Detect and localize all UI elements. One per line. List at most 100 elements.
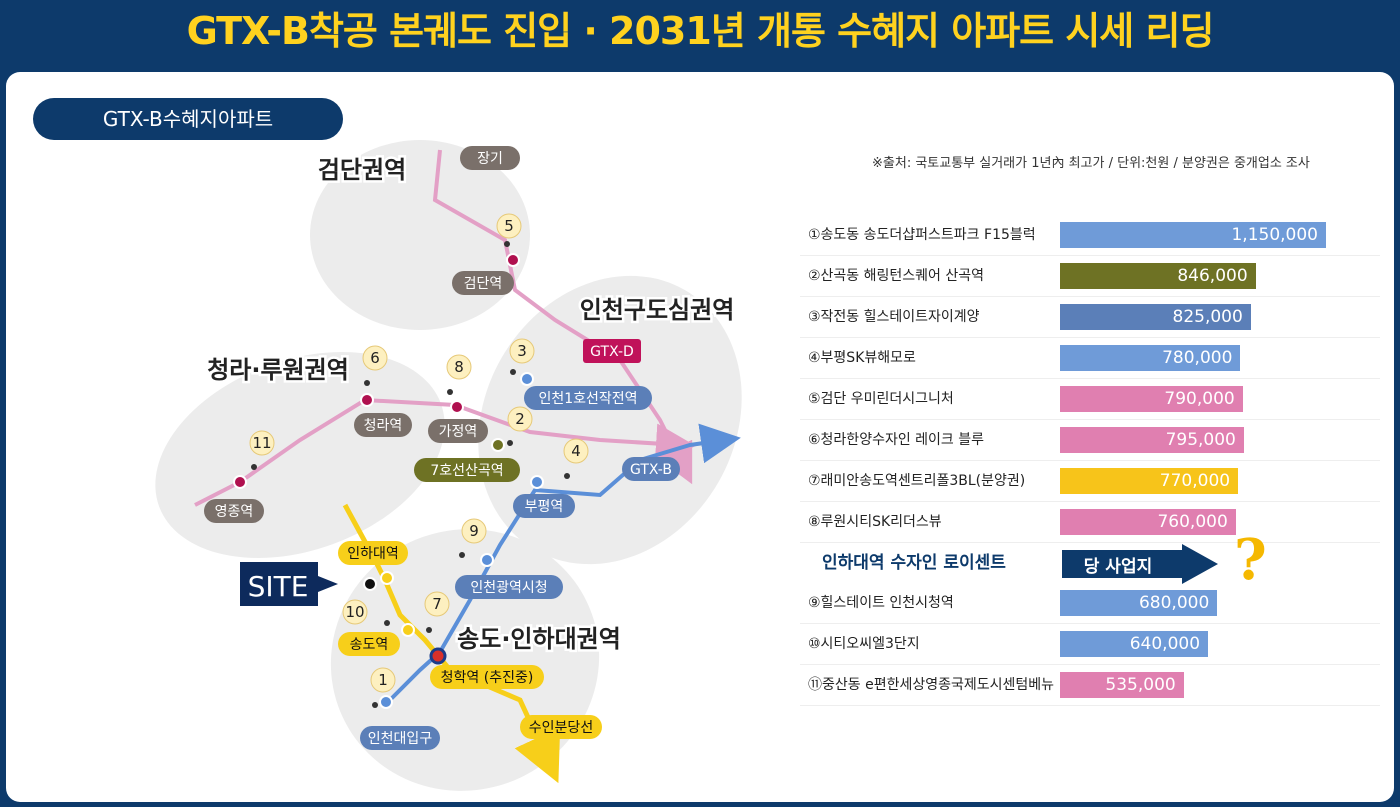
section-pill: GTX-B수혜지아파트 <box>33 98 343 140</box>
station-dot <box>506 253 520 267</box>
bar: 535,000 <box>1060 672 1184 698</box>
marker-number: 9 <box>469 522 479 540</box>
bar-category-label: ②산곡동 해링턴스퀘어 산곡역 <box>808 268 985 284</box>
station-dot <box>530 475 544 489</box>
marker-number: 7 <box>432 595 442 613</box>
station-dot <box>380 571 394 585</box>
region-label: 인천구도심권역 <box>580 296 735 324</box>
bar-value-label: 790,000 <box>1164 389 1235 409</box>
bar: 770,000 <box>1060 468 1239 494</box>
marker-number: 8 <box>454 358 464 376</box>
bar: 640,000 <box>1060 631 1209 657</box>
bar-value-label: 780,000 <box>1162 348 1233 368</box>
station-label-bg <box>430 665 544 689</box>
line-label: GTX-B <box>630 462 672 478</box>
pin-dot <box>364 380 370 386</box>
station-label-bg <box>338 632 400 656</box>
marker-bubble <box>446 354 472 380</box>
marker-number: 4 <box>571 442 581 460</box>
station-dot <box>491 438 505 452</box>
marker-number: 6 <box>370 349 380 367</box>
pin-dot <box>459 552 465 558</box>
bar-category-label: ⑨힐스테이트 인천시청역 <box>808 595 954 611</box>
pin-dot <box>426 627 432 633</box>
station-label-bg <box>360 726 440 750</box>
station-label-bg <box>452 271 514 295</box>
marker-bubble <box>424 591 450 617</box>
bar-row: ②산곡동 해링턴스퀘어 산곡역 846,000 <box>800 256 1380 297</box>
station-label: 청라역 <box>364 418 403 434</box>
highlight-label: 인하대역 수자인 로이센트 <box>822 553 1006 573</box>
marker-number: 5 <box>504 217 514 235</box>
bar-row: ⑤검단 우미린더시그니처 790,000 <box>800 379 1380 420</box>
bar-category-label: ⑩시티오씨엘3단지 <box>808 636 920 652</box>
station-label-bg <box>338 541 408 565</box>
bar-value-label: 535,000 <box>1105 675 1176 695</box>
marker-bubble <box>563 438 589 464</box>
site-callout <box>240 562 338 606</box>
pin-dot <box>504 241 510 247</box>
marker-bubble <box>342 599 368 625</box>
station-label: 인천대입구 <box>368 731 433 747</box>
station-label-bg <box>428 419 488 443</box>
station-label: 인천1호선작전역 <box>538 391 637 407</box>
station-dot <box>379 695 393 709</box>
bar: 780,000 <box>1060 345 1241 371</box>
pin-dot <box>447 389 453 395</box>
bar-row: ⑪중산동 e편한세상영종국제도시센텀베뉴 535,000 <box>800 665 1380 706</box>
station-dot <box>480 553 494 567</box>
marker-bubble <box>370 667 396 693</box>
bar: 760,000 <box>1060 509 1236 535</box>
highlight-arrow <box>1062 544 1218 584</box>
station-dot <box>233 475 247 489</box>
station-label: 인천광역시청 <box>470 580 547 596</box>
marker-number: 1 <box>378 671 388 689</box>
bar-category-label: ⑪중산동 e편한세상영종국제도시센텀베뉴 <box>808 677 1055 693</box>
marker-number: 3 <box>517 342 527 360</box>
pin-dot <box>384 620 390 626</box>
marker-bubble <box>249 430 275 456</box>
bar-value-label: 760,000 <box>1157 512 1228 532</box>
bar: 825,000 <box>1060 304 1251 330</box>
bar-row: ①송도동 송도더샵퍼스트파크 F15블럭 1,150,000 <box>800 215 1380 256</box>
bar-category-label: ⑤검단 우미린더시그니처 <box>808 391 954 407</box>
line-label-bg <box>622 457 680 481</box>
marker-bubble <box>509 338 535 364</box>
bar-value-label: 640,000 <box>1129 634 1201 654</box>
bar-category-label: ⑧루원시티SK리더스뷰 <box>808 514 942 530</box>
bar-category-label: ①송도동 송도더샵퍼스트파크 F15블럭 <box>808 227 1036 243</box>
station-label: 인하대역 <box>347 546 399 562</box>
headline: GTX-B착공 본궤도 진입 · 2031년 개통 수혜지 아파트 시세 리딩 <box>186 9 1215 53</box>
bar-value-label: 1,150,000 <box>1231 225 1318 245</box>
station-label: 7호선산곡역 <box>430 463 503 479</box>
station-label-bg <box>520 715 602 739</box>
bar-row: ⑦래미안송도역센트리폴3BL(분양권) 770,000 <box>800 461 1380 502</box>
bar-category-label: ⑦래미안송도역센트리폴3BL(분양권) <box>808 473 1026 489</box>
station-label: 청학역 (추진중) <box>441 670 534 686</box>
station-dot <box>401 623 415 637</box>
line-label-bg <box>583 339 641 363</box>
bar-value-label: 846,000 <box>1177 266 1248 286</box>
station-label: 가정역 <box>439 424 478 440</box>
station-label-bg <box>414 458 520 482</box>
line-pink-cheongna <box>194 397 696 507</box>
station-label-bg <box>204 499 264 523</box>
bar: 846,000 <box>1060 263 1256 289</box>
pin-dot <box>564 473 570 479</box>
station-dot <box>429 647 447 665</box>
station-label-bg <box>354 413 412 437</box>
station-label: 수인분당선 <box>529 720 593 736</box>
marker-bubble <box>507 406 533 432</box>
station-dot <box>520 372 534 386</box>
station-dot <box>360 393 374 407</box>
station-label: 영종역 <box>215 504 254 520</box>
station-label-bg <box>460 146 520 170</box>
marker-bubble <box>362 345 388 371</box>
region-label: 청라·루원권역 <box>207 356 349 384</box>
bar-row: ⑧루원시티SK리더스뷰 760,000 <box>800 502 1380 543</box>
bar-category-label: ⑥청라한양수자인 레이크 블루 <box>808 432 985 448</box>
